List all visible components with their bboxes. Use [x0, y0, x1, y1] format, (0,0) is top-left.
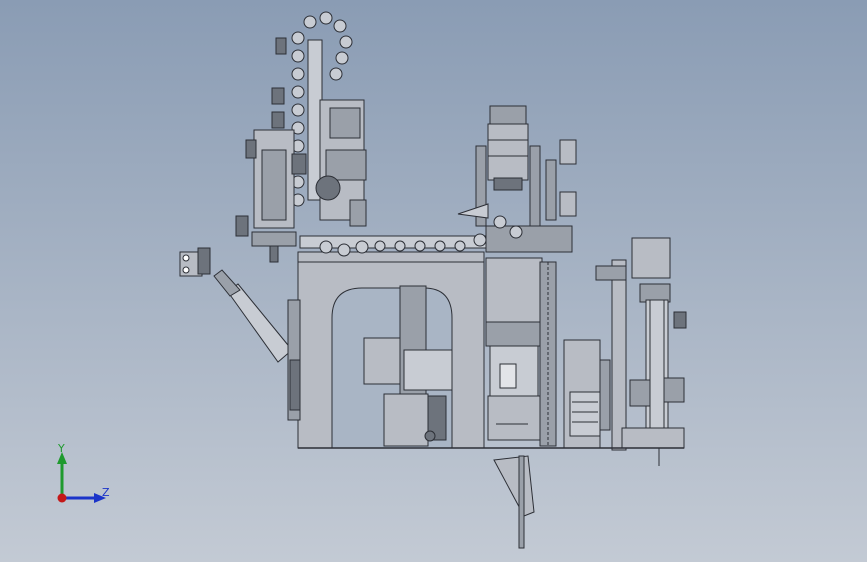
right-valves: [545, 139, 577, 221]
output-chute: [493, 455, 535, 549]
nozzle-assembly: [179, 247, 293, 363]
right-feeder: [563, 259, 627, 451]
origin-dot: [57, 493, 67, 503]
y-axis-arrowhead: [57, 452, 67, 464]
center-actuator: [457, 105, 541, 227]
z-axis-arrowhead: [94, 493, 106, 503]
y-axis-label: Y: [58, 442, 65, 455]
lower-clamp-left: [363, 285, 453, 447]
upper-left-mechanism: [235, 37, 367, 263]
reel-assembly: [595, 237, 687, 466]
z-axis-label: Z: [102, 486, 110, 499]
coordinate-triad: [57, 452, 106, 503]
press-column: [485, 257, 557, 447]
cable-chain-vertical: [291, 11, 353, 207]
cable-chain-horizontal: [319, 215, 523, 257]
